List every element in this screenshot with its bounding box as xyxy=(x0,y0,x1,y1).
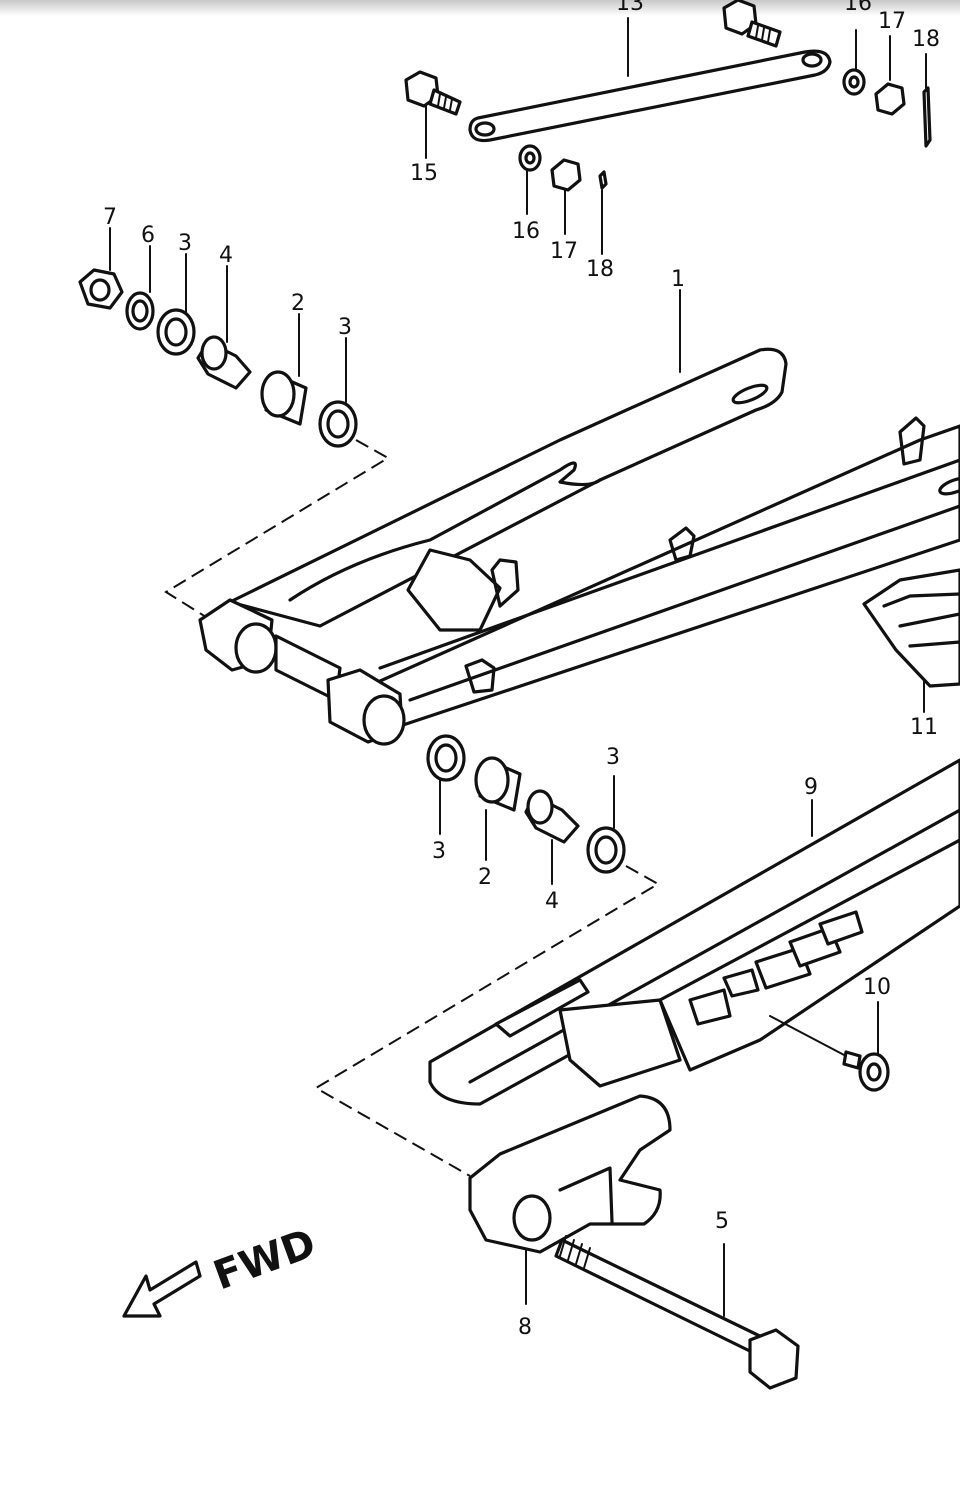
bearing-seal-3c xyxy=(426,734,466,782)
part-label-3c: 3 xyxy=(432,839,446,864)
part-label-3a: 3 xyxy=(178,231,192,256)
window-top-shadow xyxy=(0,0,960,16)
nut-17a xyxy=(550,158,582,192)
part-label-17b: 17 xyxy=(878,9,906,34)
nut-17b xyxy=(874,82,906,116)
arrow-left-icon xyxy=(122,1260,202,1318)
direction-label: FWD xyxy=(208,1220,322,1299)
part-label-16a: 16 xyxy=(512,219,540,244)
bolt-15 xyxy=(404,70,462,116)
washer-16b xyxy=(842,68,866,96)
part-label-6: 6 xyxy=(141,223,155,248)
part-label-10: 10 xyxy=(863,975,891,1000)
part-label-4a: 4 xyxy=(219,243,233,268)
part-label-13: 13 xyxy=(616,0,644,16)
screw-10 xyxy=(769,1015,890,1092)
part-label-11: 11 xyxy=(910,715,938,740)
part-label-2b: 2 xyxy=(478,865,492,890)
pivot-bolt-5 xyxy=(554,1235,800,1390)
part-label-17a: 17 xyxy=(550,239,578,264)
part-label-4b: 4 xyxy=(545,889,559,914)
part-label-3b: 3 xyxy=(338,315,352,340)
spacer-4b xyxy=(524,789,580,844)
chain-case-9 xyxy=(428,758,960,1106)
bearing-seal-3d xyxy=(586,826,626,874)
torque-rod-13 xyxy=(468,49,832,143)
part-label-16b: 16 xyxy=(844,0,872,16)
part-label-18b: 18 xyxy=(912,27,940,52)
swingarm-1 xyxy=(198,347,960,746)
part-label-2a: 2 xyxy=(291,291,305,316)
part-label-18a: 18 xyxy=(586,257,614,282)
bolt-top xyxy=(722,0,782,48)
part-label-8: 8 xyxy=(518,1315,532,1340)
bearing-seal-3b xyxy=(318,400,358,448)
part-label-15: 15 xyxy=(410,161,438,186)
washer-6 xyxy=(125,291,155,331)
part-label-3d: 3 xyxy=(606,745,620,770)
part-label-7: 7 xyxy=(103,205,117,230)
part-label-9: 9 xyxy=(804,775,818,800)
chain-adjuster-8 xyxy=(468,1094,672,1254)
part-label-1: 1 xyxy=(671,267,685,292)
chain-guide-11 xyxy=(862,568,960,688)
bushing-2a xyxy=(260,370,308,426)
bushing-2b xyxy=(474,756,522,812)
washer-16a xyxy=(518,144,542,172)
part-label-5: 5 xyxy=(715,1209,729,1234)
nut-7 xyxy=(78,268,124,310)
bearing-seal-3a xyxy=(156,308,196,356)
cotter-pin-18a xyxy=(598,170,608,190)
cotter-pin-18b xyxy=(922,86,932,148)
spacer-4a xyxy=(196,335,252,390)
